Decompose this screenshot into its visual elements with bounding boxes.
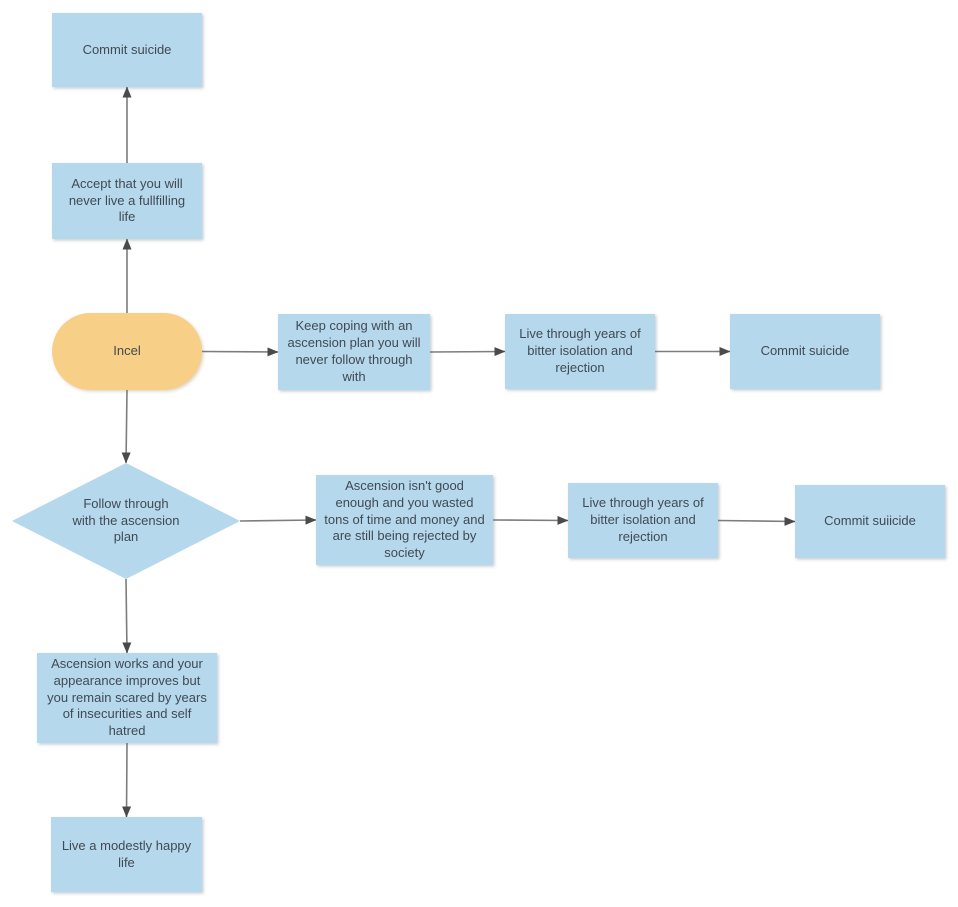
- node-label: Ascension isn't good enough and you wast…: [324, 477, 485, 561]
- node-keep-coping: Keep coping with an ascension plan you w…: [278, 314, 430, 390]
- node-label: Commit suicide: [82, 41, 172, 57]
- node-accept-unfulfilling-life: Accept that you will never live a fullfi…: [52, 163, 202, 239]
- node-incel: Incel: [52, 313, 202, 390]
- node-ascension-not-enough: Ascension isn't good enough and you wast…: [316, 475, 493, 565]
- node-label: Commit suicide: [760, 343, 850, 359]
- node-label: Follow through with the ascension plan: [72, 495, 180, 545]
- node-commit-suiicide: Commit suiicide: [795, 485, 945, 558]
- node-follow-through-decision: Follow through with the ascension plan: [12, 463, 240, 579]
- node-label: Keep coping with an ascension plan you w…: [287, 318, 421, 384]
- node-label: Commit suiicide: [824, 513, 916, 529]
- node-label: Incel: [113, 343, 141, 359]
- node-commit-suicide-mid: Commit suicide: [730, 314, 880, 389]
- node-label: Live a modestly happy life: [61, 837, 192, 870]
- node-ascension-works: Ascension works and your appearance impr…: [37, 653, 217, 743]
- node-modestly-happy-life: Live a modestly happy life: [51, 817, 202, 892]
- node-commit-suicide-top: Commit suicide: [52, 13, 202, 87]
- node-label: Accept that you will never live a fullfi…: [68, 175, 186, 225]
- node-label: Ascension works and your appearance impr…: [47, 655, 207, 739]
- node-label: Live through years of bitter isolation a…: [519, 326, 641, 375]
- node-isolation-rejection-1: Live through years of bitter isolation a…: [505, 314, 655, 389]
- node-label: Live through years of bitter isolation a…: [582, 495, 704, 544]
- node-isolation-rejection-2: Live through years of bitter isolation a…: [568, 483, 718, 558]
